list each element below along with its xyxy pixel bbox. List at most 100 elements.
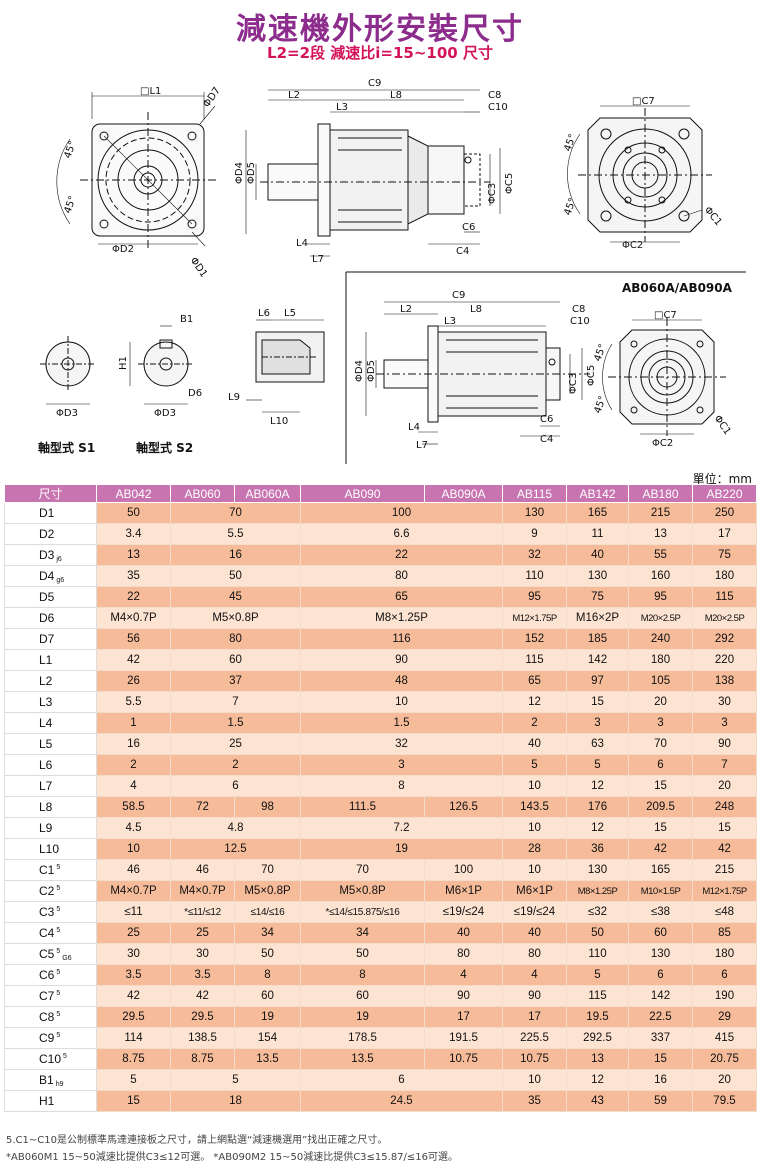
- row-header-name: D6: [39, 611, 55, 625]
- row-header-name: C6: [39, 968, 55, 982]
- table-cell: M16×2P: [566, 607, 629, 629]
- row-header: L9: [4, 817, 97, 839]
- table-cell: M6×1P: [502, 880, 567, 902]
- row-header-superscript: 5: [56, 1032, 61, 1039]
- table-cell: 209.5: [628, 796, 693, 818]
- back-angle-label-1: 45°: [562, 133, 578, 153]
- table-cell: 10.75: [502, 1048, 567, 1070]
- side-view-drawing: [245, 89, 501, 257]
- ab-c4-label: C4: [540, 434, 553, 445]
- table-cell: 292: [692, 628, 757, 650]
- table-cell: 4: [96, 775, 171, 797]
- front-d2-label: ΦD2: [112, 244, 134, 255]
- page-subtitle: L2=2段 減速比i=15~100 尺寸: [267, 44, 493, 62]
- table-cell: 2: [170, 754, 301, 776]
- table-cell: 25: [170, 922, 235, 944]
- unit-label: 單位：mm: [692, 472, 752, 486]
- ab-angle-label-2: 45°: [592, 395, 608, 415]
- table-cell: 80: [170, 628, 301, 650]
- table-cell: 138: [692, 670, 757, 692]
- table-cell: 220: [692, 649, 757, 671]
- front-d7-label: ΦD7: [201, 85, 223, 109]
- ab-c5-label: ΦC5: [586, 365, 597, 386]
- table-cell: 10: [502, 817, 567, 839]
- table-cell: 15: [628, 817, 693, 839]
- table-cell: 130: [502, 502, 567, 524]
- side-c5-label: ΦC5: [504, 173, 515, 194]
- ab-variant-title: AB060A/AB090A: [622, 281, 733, 295]
- row-header-name: L2: [39, 674, 53, 688]
- table-cell: 9: [502, 523, 567, 545]
- table-cell: 415: [692, 1027, 757, 1049]
- table-cell: 190: [692, 985, 757, 1007]
- ab-l2-label: L2: [400, 304, 412, 315]
- table-cell: 143.5: [502, 796, 567, 818]
- table-cell: 59: [628, 1090, 693, 1112]
- row-header-name: C7: [39, 989, 55, 1003]
- ab-l3-label: L3: [444, 316, 456, 327]
- table-cell: M5×0.8P: [234, 880, 301, 902]
- table-cell: 16: [96, 733, 171, 755]
- table-cell: 46: [170, 859, 235, 881]
- front-l1-label: □L1: [140, 86, 161, 97]
- table-cell: 90: [300, 649, 503, 671]
- row-header-name: C5: [39, 946, 55, 961]
- table-header-cell: AB142: [566, 484, 629, 503]
- side-l2-label: L2: [288, 90, 300, 101]
- table-cell: 79.5: [692, 1090, 757, 1112]
- table-cell: 165: [628, 859, 693, 881]
- table-cell: 110: [502, 565, 567, 587]
- table-cell: 95: [628, 586, 693, 608]
- row-header: D6: [4, 607, 97, 629]
- table-cell: 42: [96, 649, 171, 671]
- row-header-superscript: 5: [56, 1011, 61, 1018]
- table-cell: 28: [502, 838, 567, 860]
- table-cell: 138.5: [170, 1027, 235, 1049]
- table-cell: 24.5: [300, 1090, 503, 1112]
- row-header-name: D7: [39, 632, 55, 646]
- shaft-d6-label: D6: [188, 388, 202, 399]
- table-cell: 5: [566, 754, 629, 776]
- row-header-superscript: 5: [56, 969, 61, 976]
- table-cell: 6: [692, 964, 757, 986]
- table-cell: 98: [234, 796, 301, 818]
- table-cell: 43: [566, 1090, 629, 1112]
- footnote-2: *AB060M1 15~50減速比提供C3≤12可選。 *AB090M2 15~…: [6, 1152, 459, 1161]
- table-cell: 70: [300, 859, 425, 881]
- table-cell: 4.8: [170, 817, 301, 839]
- row-header-name: C8: [39, 1010, 55, 1024]
- table-cell: 70: [234, 859, 301, 881]
- table-cell: 30: [96, 943, 171, 965]
- table-cell: 130: [566, 859, 629, 881]
- table-cell: 13: [96, 544, 171, 566]
- table-cell: 60: [170, 649, 301, 671]
- table-cell: 13: [566, 1048, 629, 1070]
- shaft-l10-label: L10: [270, 416, 288, 427]
- table-cell: 1.5: [300, 712, 503, 734]
- table-cell: 32: [502, 544, 567, 566]
- table-cell: 19: [300, 1006, 425, 1028]
- shaft-l6-label: L6: [258, 308, 270, 319]
- row-header-name: L4: [39, 716, 53, 730]
- table-cell: 8: [300, 964, 425, 986]
- table-cell: 22: [300, 544, 503, 566]
- table-cell: M5×0.8P: [170, 607, 301, 629]
- row-header-name: D5: [39, 590, 55, 604]
- table-cell: 30: [692, 691, 757, 713]
- table-header-cell: AB060: [170, 484, 235, 503]
- table-cell: 7.2: [300, 817, 503, 839]
- row-header-subscript: g6: [56, 576, 65, 584]
- table-cell: 115: [692, 586, 757, 608]
- table-cell: 80: [502, 943, 567, 965]
- table-cell: 114: [96, 1027, 171, 1049]
